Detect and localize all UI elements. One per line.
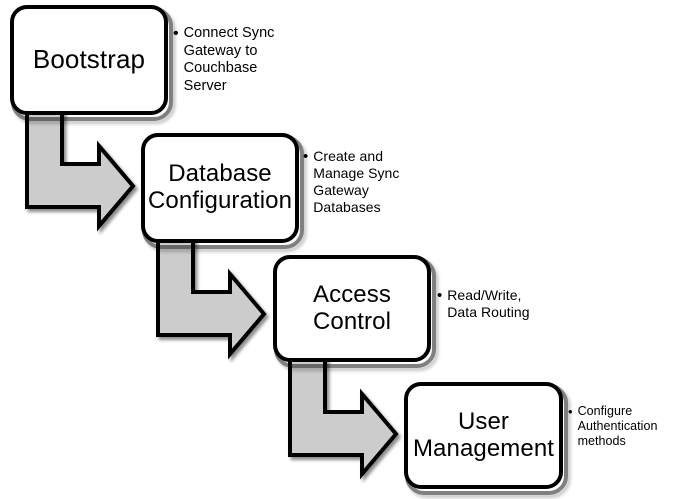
connector-database-configuration-to-access-control: [156, 236, 267, 360]
bullet-point-icon: •: [173, 25, 179, 42]
node-bootstrap-label: Bootstrap: [32, 44, 146, 75]
connector-access-control-to-user-management: [288, 356, 399, 480]
node-database-configuration[interactable]: Database Configuration: [141, 133, 299, 243]
annotation-bootstrap: • Connect Sync Gateway to Couchbase Serv…: [173, 25, 298, 95]
annotation-database-configuration: • Create and Manage Sync Gateway Databas…: [303, 148, 433, 216]
annotation-user-management-text: Configure Authentication methods: [577, 404, 658, 449]
bullet-point-icon: •: [437, 287, 443, 304]
bullet-point-icon: •: [568, 404, 573, 419]
annotation-database-configuration-text: Create and Manage Sync Gateway Databases: [313, 148, 400, 215]
node-user-management-label: User Management: [412, 407, 555, 462]
connector-bootstrap-to-database-configuration: [25, 108, 136, 232]
node-access-control[interactable]: Access Control: [273, 255, 431, 362]
annotation-user-management: • Configure Authentication methods: [568, 404, 696, 449]
annotation-bootstrap-text: Connect Sync Gateway to Couchbase Server: [183, 25, 275, 94]
bullet-point-icon: •: [303, 148, 309, 165]
node-database-configuration-label: Database Configuration: [147, 160, 293, 214]
node-access-control-label: Access Control: [312, 280, 392, 335]
annotation-access-control: • Read/Write, Data Routing: [437, 287, 567, 321]
node-user-management[interactable]: User Management: [404, 382, 563, 489]
annotation-access-control-text: Read/Write, Data Routing: [447, 287, 530, 320]
node-bootstrap[interactable]: Bootstrap: [10, 5, 168, 115]
